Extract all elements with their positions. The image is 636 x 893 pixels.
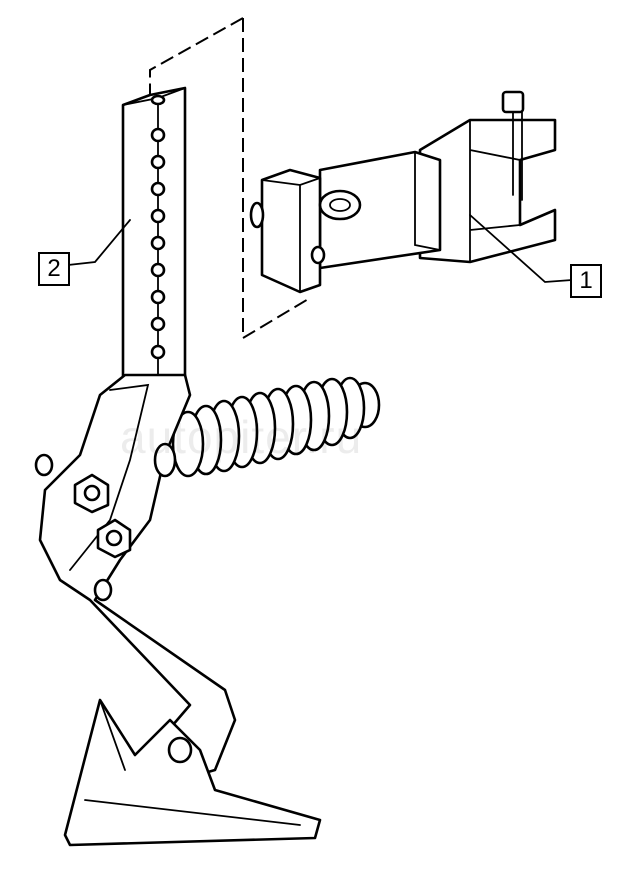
callout-2: 2 bbox=[38, 252, 70, 286]
share bbox=[63, 698, 322, 847]
spring bbox=[171, 376, 381, 478]
callout-1: 1 bbox=[570, 264, 602, 298]
mounting-bracket bbox=[249, 90, 557, 294]
standard-bar bbox=[121, 86, 187, 397]
tine-shank bbox=[34, 373, 237, 782]
assembly-dashed-lines bbox=[149, 17, 311, 340]
leader-lines bbox=[67, 214, 573, 283]
watermark: autopiter.ru bbox=[120, 411, 363, 463]
